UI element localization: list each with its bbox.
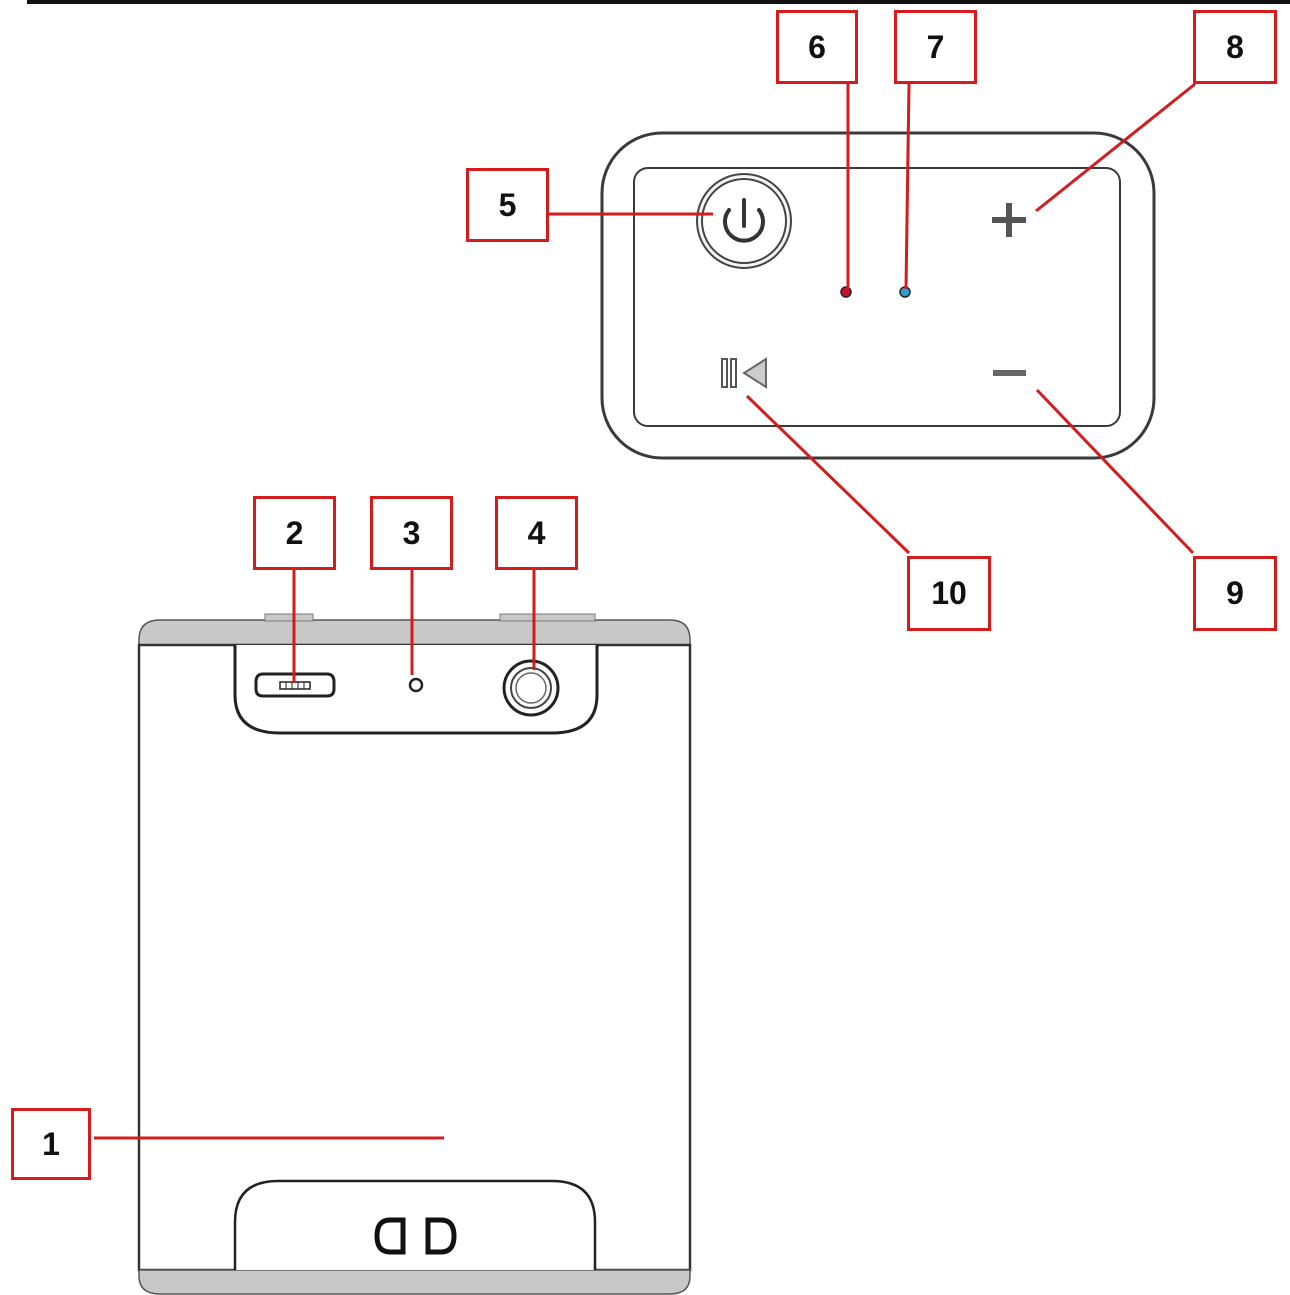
callout-3: 3 [370, 496, 453, 570]
callout-2: 2 [253, 496, 336, 570]
callout-1: 1 [11, 1108, 91, 1180]
leader-10 [745, 394, 911, 555]
micro-usb-port-icon [254, 672, 336, 698]
callout-9: 9 [1193, 556, 1277, 631]
play-pause-icon [721, 357, 767, 389]
speaker-body [137, 613, 692, 1295]
micro-usb-port[interactable] [254, 672, 336, 698]
top-cap [138, 619, 691, 646]
play-pause-button[interactable] [721, 357, 767, 389]
audio-jack-icon [502, 659, 560, 717]
callout-5: 5 [466, 168, 549, 242]
top-rule [27, 0, 1290, 4]
audio-jack[interactable] [502, 659, 560, 717]
reset-hole-icon[interactable] [408, 677, 424, 693]
callout-10: 10 [907, 556, 991, 631]
leader-7 [904, 83, 911, 290]
leader-8 [1035, 82, 1196, 213]
power-button[interactable] [696, 173, 792, 269]
bottom-cap [138, 1269, 691, 1295]
base-logo-icon [374, 1217, 457, 1255]
callout-4: 4 [495, 496, 578, 570]
volume-up-button[interactable] [992, 203, 1026, 237]
control-panel [600, 131, 1156, 460]
red-led [840, 286, 852, 298]
callout-6: 6 [776, 10, 858, 84]
body-main [137, 643, 692, 1272]
plus-icon [992, 203, 1026, 237]
callout-8: 8 [1193, 10, 1277, 84]
top-cap-tab-left [264, 613, 314, 622]
power-icon [723, 198, 765, 243]
base-tab [233, 1179, 597, 1270]
top-cap-tab-right [499, 613, 596, 622]
callout-leaders [94, 82, 1196, 1140]
leader-9 [1035, 388, 1195, 555]
callout-7: 7 [894, 10, 977, 84]
